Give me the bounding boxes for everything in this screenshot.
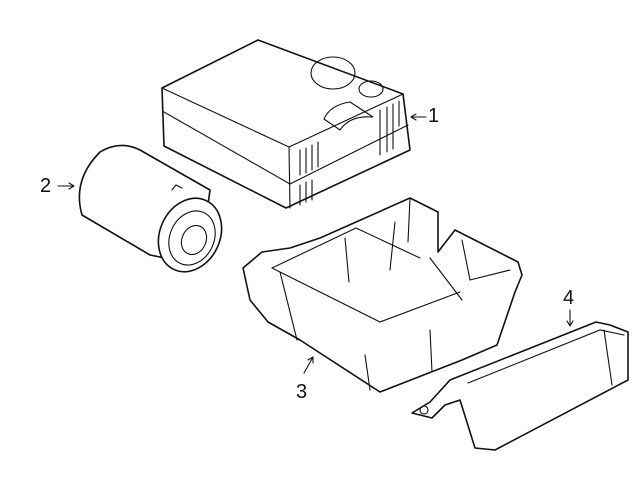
callout-2: 2 [40, 175, 52, 197]
bottle-part[interactable] [78, 144, 233, 282]
bracket-part[interactable] [411, 321, 629, 451]
callout-3: 3 [296, 381, 308, 403]
callout-4: 4 [563, 287, 575, 309]
tray-part[interactable] [242, 197, 523, 393]
callout-arrows [57, 113, 574, 374]
compressor-part[interactable] [161, 39, 411, 209]
callout-1: 1 [428, 105, 440, 127]
